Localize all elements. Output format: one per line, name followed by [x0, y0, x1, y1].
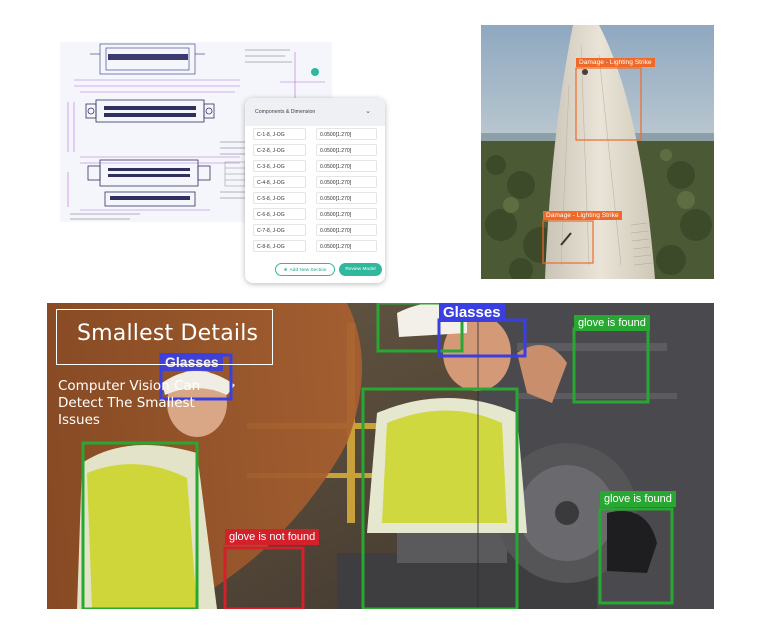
component-row: C-4-8, J-OG 0.0500[1.270]: [253, 176, 377, 189]
component-value-field[interactable]: 0.0500[1.270]: [316, 224, 377, 236]
component-value-field[interactable]: 0.0500[1.270]: [316, 208, 377, 220]
title-frame: [56, 309, 273, 365]
component-row: C-1-8, J-OG 0.0500[1.270]: [253, 128, 377, 141]
detection-box-worker-left: [81, 441, 199, 609]
component-code-field[interactable]: C-2-8, J-OG: [253, 144, 306, 156]
component-row: C-5-8, J-OG 0.0500[1.270]: [253, 192, 377, 205]
detection-box-strike-upper: [575, 67, 642, 141]
video-subtitle: Computer Vision Can Detect The Smallest …: [58, 378, 201, 428]
detection-box-worker-right: [361, 387, 519, 609]
add-section-label: Add New Section: [289, 268, 327, 273]
detection-box-helmet: [376, 303, 464, 353]
component-row: C-8-8, J-OG 0.0500[1.270]: [253, 240, 377, 253]
glove-found-label-lower: glove is found: [600, 491, 676, 507]
component-code-field[interactable]: C-8-8, J-OG: [253, 240, 306, 252]
detection-box-glove-not-found: [223, 546, 305, 609]
component-code-field[interactable]: C-3-8, J-OG: [253, 160, 306, 172]
components-dimension-card: Components & Dimension ⌄ C-1-8, J-OG 0.0…: [245, 98, 385, 283]
component-row: C-7-8, J-OG 0.0500[1.270]: [253, 224, 377, 237]
card-header: Components & Dimension ⌄: [245, 98, 385, 126]
detection-box-glove-found-lower: [598, 507, 674, 605]
component-row: C-6-8, J-OG 0.0500[1.270]: [253, 208, 377, 221]
turbine-blade-image: Damage - Lighting Strike Damage - Lighti…: [481, 25, 714, 279]
component-code-field[interactable]: C-6-8, J-OG: [253, 208, 306, 220]
component-value-field[interactable]: 0.0500[1.270]: [316, 240, 377, 252]
component-code-field[interactable]: C-7-8, J-OG: [253, 224, 306, 236]
component-value-field[interactable]: 0.0500[1.270]: [316, 176, 377, 188]
component-value-field[interactable]: 0.0500[1.270]: [316, 128, 377, 140]
glove-not-found-label: glove is not found: [225, 529, 320, 545]
chevron-down-icon[interactable]: ⌄: [365, 108, 371, 115]
video-title: Smallest Details: [77, 321, 259, 346]
component-code-field[interactable]: C-4-8, J-OG: [253, 176, 306, 188]
glasses-label-left: Glasses: [161, 353, 223, 371]
damage-label-lower: Damage - Lighting Strike: [543, 211, 622, 220]
detection-box-strike-lower: [542, 220, 594, 264]
plus-icon: ⊕: [283, 268, 288, 273]
factory-vision-image: Glasses Glasses glove is found glove is …: [47, 303, 714, 609]
component-code-field[interactable]: C-5-8, J-OG: [253, 192, 306, 204]
component-code-field[interactable]: C-1-8, J-OG: [253, 128, 306, 140]
card-title: Components & Dimension: [255, 109, 316, 115]
glove-found-label-upper: glove is found: [574, 315, 650, 331]
component-value-field[interactable]: 0.0500[1.270]: [316, 160, 377, 172]
component-value-field[interactable]: 0.0500[1.270]: [316, 144, 377, 156]
add-new-section-button[interactable]: ⊕Add New Section: [275, 263, 335, 276]
review-model-button[interactable]: Review Model: [339, 263, 382, 276]
component-value-field[interactable]: 0.0500[1.270]: [316, 192, 377, 204]
component-row: C-3-8, J-OG 0.0500[1.270]: [253, 160, 377, 173]
glasses-label-right: Glasses: [439, 303, 505, 322]
component-row: C-2-8, J-OG 0.0500[1.270]: [253, 144, 377, 157]
damage-label-upper: Damage - Lighting Strike: [576, 58, 655, 67]
